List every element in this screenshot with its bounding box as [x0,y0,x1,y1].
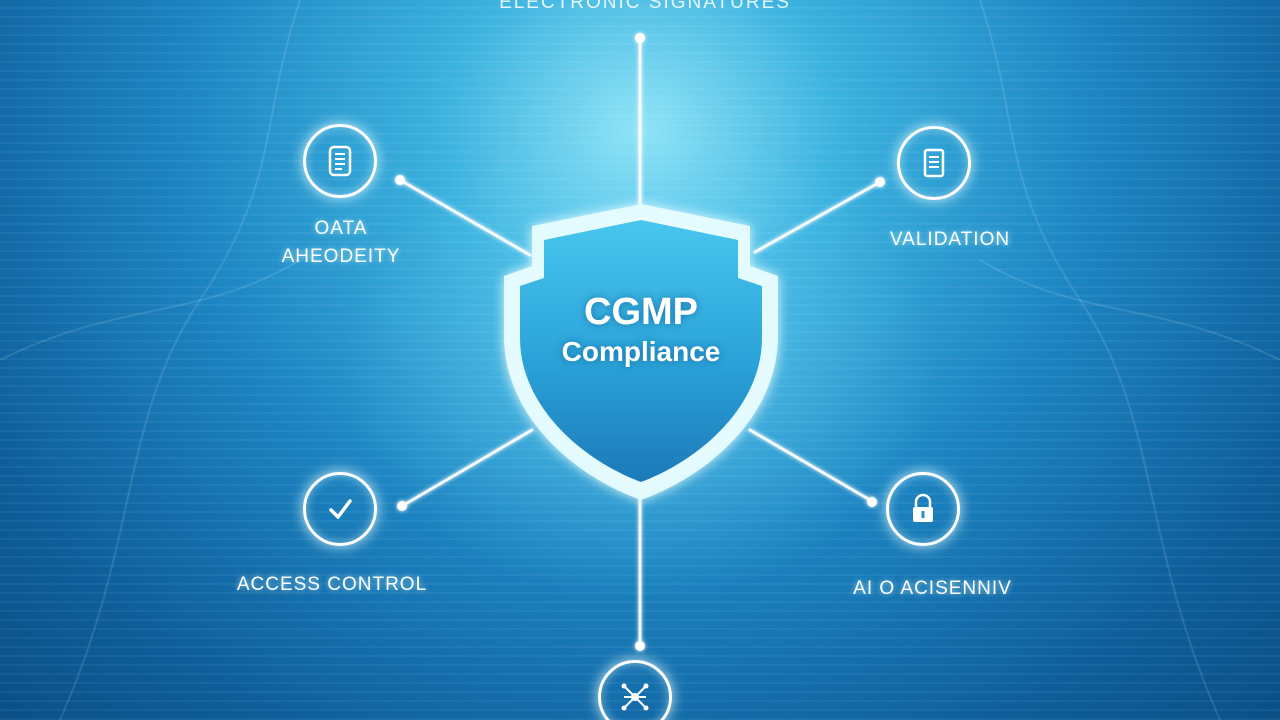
connector-dot-bottom-right [867,497,877,507]
shield-subtitle: Compliance [561,336,721,367]
audit-trail-label: AI O ACISENNIV [853,578,1012,599]
connector-top-right [753,180,882,254]
connector-dot-top [635,33,645,43]
bg-curve-4 [979,259,1280,361]
compliance-shield [488,196,794,508]
connector-dot-bottom-left [397,501,407,511]
shield-title: CGMP [584,291,698,333]
bg-curve-1 [59,0,301,720]
connector-top-left [398,178,532,257]
bg-curve-2 [979,0,1221,720]
shield-text: CGMP Compliance [488,290,794,370]
connector-dot-top-left [395,175,405,185]
network-icon [621,683,649,711]
data-integrity-label-line2: AHEODEITY [281,246,401,267]
top-label: ELECTRONIC SIGNATURES [499,0,791,13]
validation-node[interactable] [897,126,971,200]
connector-bottom-right [748,428,872,502]
access-control-node[interactable] [303,472,377,546]
access-control-label: ACCESS CONTROL [236,574,428,595]
connector-bottom-left [400,428,534,508]
data-integrity-label: OATA AHEODEITY [246,218,436,268]
shield-icon [504,204,778,500]
document-icon [328,145,352,177]
audit-trail-node[interactable] [886,472,960,546]
connector-dot-bottom [635,641,645,651]
bottom-network-node[interactable] [598,660,672,720]
bg-curve-3 [0,259,301,361]
data-integrity-node[interactable] [303,124,377,198]
lock-icon [913,493,933,522]
data-integrity-label-line1: OATA [314,218,368,239]
validation-label: VALIDATION [889,229,1011,250]
checkmark-icon [329,499,352,519]
connector-dot-top-right [875,177,885,187]
document-list-icon [923,148,945,178]
